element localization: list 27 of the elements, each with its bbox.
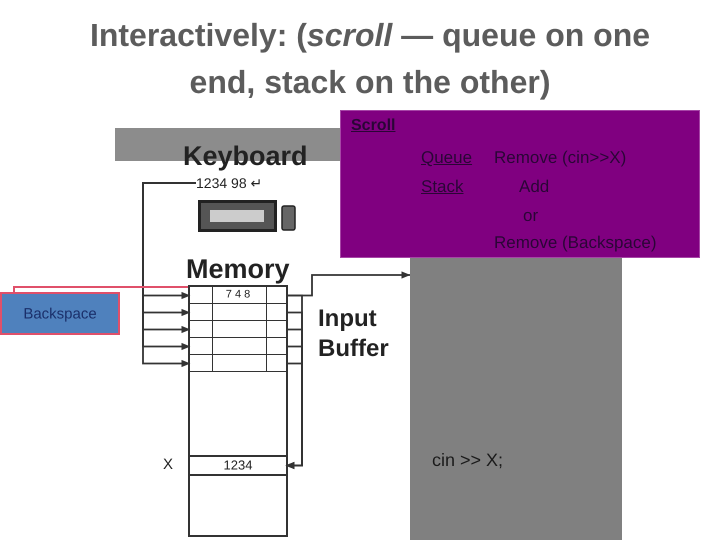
note-text: Remove (cin>>X): [494, 148, 626, 168]
buffer-cell: [190, 338, 286, 355]
typed-input-text: 1234 98 ↵: [196, 174, 286, 192]
note-text: or: [523, 206, 538, 226]
slide-title: Interactively: (scroll — queue on one end, stack on the other): [88, 16, 652, 102]
variable-value: 1234: [224, 458, 252, 473]
callout-text: Backspace: [23, 304, 97, 322]
buffer-value: 7 4 8: [226, 288, 250, 302]
buffer-cell: [190, 304, 286, 321]
variable-cell: [190, 455, 286, 476]
program-panel: [410, 258, 622, 540]
variable-name: X: [163, 456, 174, 475]
buffer-cell: [190, 321, 286, 338]
list-term: Queue: [421, 148, 472, 168]
note-text: Remove (Backspace): [494, 233, 657, 253]
arrow: [286, 271, 410, 296]
callout-box: [0, 292, 120, 335]
note-text: Add: [519, 177, 550, 197]
buffer-label: Input Buffer: [318, 304, 390, 364]
buffer-cell: [190, 355, 286, 372]
buffer-cell: [190, 287, 286, 304]
code-text: cin >> X;: [432, 450, 504, 471]
memory-label: Memory: [186, 254, 290, 286]
note-heading: Scroll: [351, 117, 396, 136]
leader-line: [13, 286, 190, 292]
note-panel: [340, 110, 700, 258]
list-term: Stack: [421, 177, 464, 197]
